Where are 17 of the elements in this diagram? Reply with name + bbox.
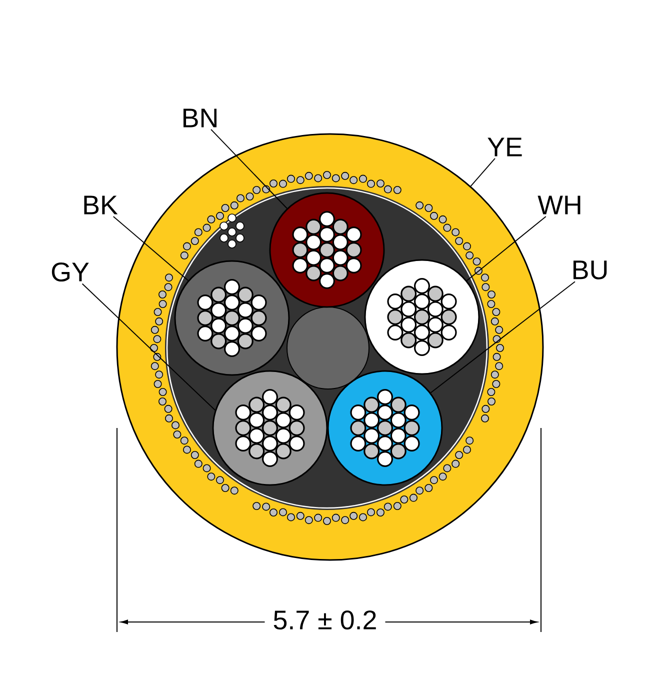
- conductor: [212, 370, 328, 486]
- leader-line: [470, 158, 496, 187]
- leader-line: [82, 283, 216, 411]
- wire-label: YE: [488, 138, 522, 156]
- leader-line: [112, 216, 189, 281]
- wire-label: BN: [184, 108, 216, 128]
- wire-label: WH: [538, 196, 580, 214]
- dimension-label: 5.7 ± 0.2: [264, 608, 386, 632]
- leader-line: [210, 128, 288, 209]
- leader-line: [430, 281, 576, 394]
- wire-label: BU: [574, 260, 607, 280]
- conductor: [269, 192, 385, 308]
- wire-label: GY: [52, 262, 89, 282]
- wire-label: BK: [84, 196, 118, 214]
- conductor: [364, 259, 480, 375]
- conductor: [174, 260, 290, 376]
- conductor: [327, 370, 443, 486]
